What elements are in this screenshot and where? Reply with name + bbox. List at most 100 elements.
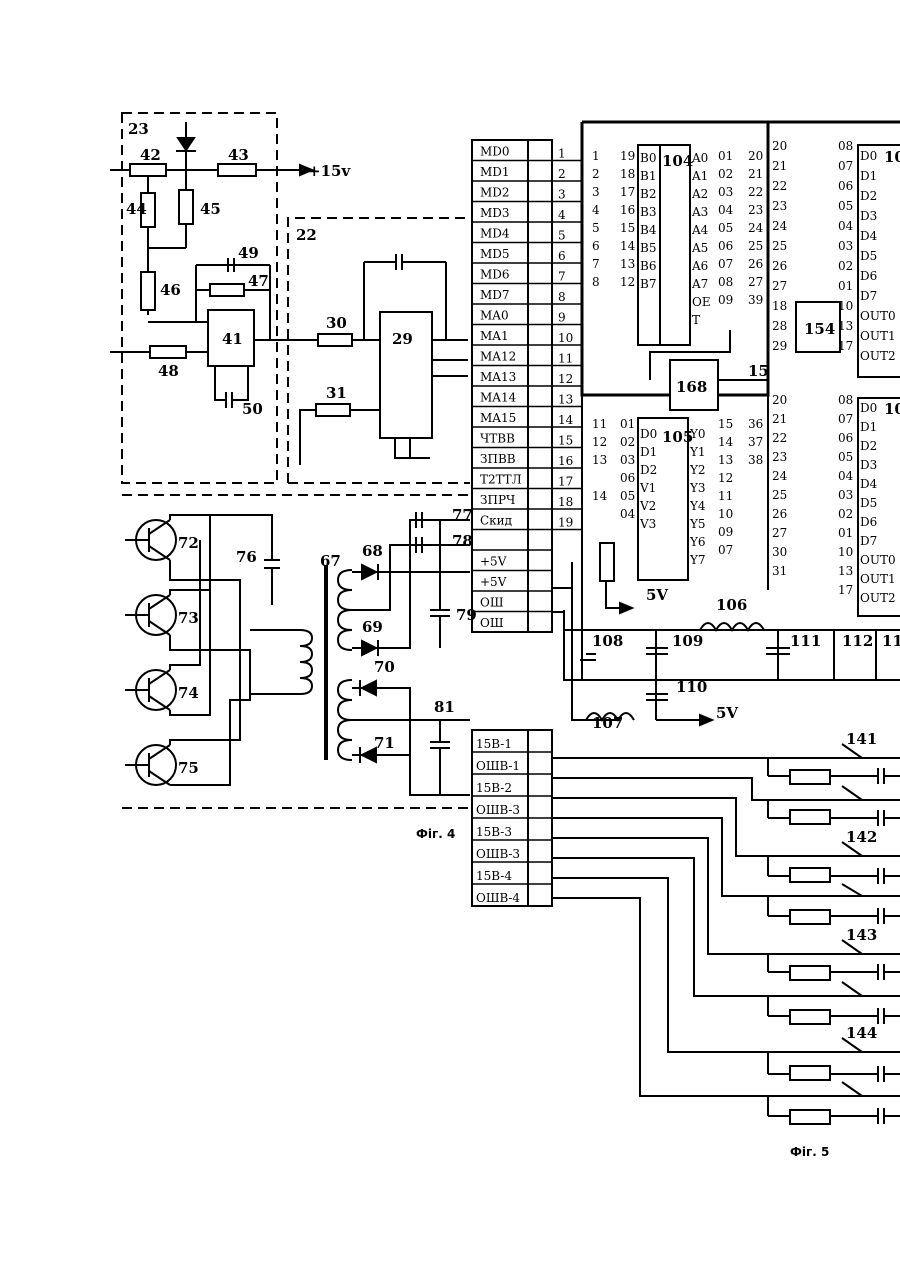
logic-154-label: 154 — [804, 320, 835, 338]
chip-105-pin: Y2 — [689, 463, 706, 477]
block-label-22: 22 — [296, 226, 317, 244]
main-connector-pin: 11 — [558, 352, 573, 366]
upper-register-wire-label: 20 — [772, 139, 787, 153]
upper-register-wire-label: 22 — [772, 179, 787, 193]
upper-register-wire-label: 25 — [772, 239, 787, 253]
misc-label: 110 — [676, 678, 707, 696]
resistor-47 — [210, 284, 244, 296]
component-label-31: 31 — [326, 384, 347, 402]
main-connector-signal: ОШ — [480, 596, 504, 610]
main-connector-signal: ОШ — [480, 616, 504, 630]
component-label-49: 49 — [238, 244, 259, 262]
chip-104-pin: A1 — [691, 169, 708, 183]
upper-register-wire-label: 18 — [772, 299, 787, 313]
chip-104-wire-label: 17 — [620, 185, 635, 199]
main-connector-pin: 12 — [558, 372, 573, 386]
transistor-75 — [125, 745, 176, 785]
component-label-43: 43 — [228, 146, 249, 164]
main-connector-signal: MD2 — [480, 186, 510, 200]
chip-105-pin: V3 — [639, 517, 656, 531]
upper-register-wire-label: 13 — [838, 319, 853, 333]
register-upper-pin: D6 — [860, 269, 877, 283]
lower-register-wire-label: 10 — [838, 545, 853, 559]
lower-register-wire-label: 08 — [838, 393, 853, 407]
upper-register-wire-label: 17 — [838, 339, 853, 353]
register-upper-pin: OUT1 — [860, 329, 896, 343]
chip-104-pin: A3 — [691, 205, 708, 219]
main-connector-signal: MA13 — [480, 370, 516, 384]
switch-group-141 — [552, 744, 900, 826]
transistor-74 — [125, 670, 176, 710]
diode-69 — [362, 641, 376, 655]
component-label-48: 48 — [158, 362, 179, 380]
transistor-73 — [125, 595, 176, 635]
chip-104-wire-label: 12 — [620, 275, 635, 289]
block-label-23: 23 — [128, 120, 149, 138]
main-connector-signal: ЗПВВ — [480, 452, 516, 466]
chip-104-pin: T — [692, 313, 700, 327]
chip-105-wire-label: 02 — [620, 435, 635, 449]
main-connector-pin: 2 — [558, 167, 566, 181]
chip-104-pin: B4 — [640, 223, 657, 237]
component-label-76: 76 — [236, 548, 257, 566]
main-connector-signal: MD6 — [480, 268, 510, 282]
main-connector-pin: 14 — [558, 413, 574, 427]
chip-104-wire-label: 09 — [718, 293, 733, 307]
register-lower-pin: D0 — [860, 401, 877, 415]
switch-group-142 — [552, 798, 900, 924]
output-connector-signal: 15B-4 — [476, 869, 512, 883]
main-connector-pin: 6 — [558, 249, 566, 263]
register-lower-pin: D6 — [860, 515, 877, 529]
figure4-diagram — [110, 113, 470, 808]
misc-label: 109 — [672, 632, 703, 650]
chip-104-wire-label: 1 — [592, 149, 600, 163]
chip-104-wire-label: 03 — [718, 185, 733, 199]
register-lower-pin: D7 — [860, 534, 877, 548]
lower-register-wire-label: 05 — [838, 450, 853, 464]
lower-register-wire-label: 13 — [838, 564, 853, 578]
component-label-68: 68 — [362, 542, 383, 560]
component-label-70: 70 — [374, 658, 395, 676]
main-connector-signal: +5V — [480, 555, 507, 569]
component-label-73: 73 — [178, 609, 199, 627]
main-connector-pin: 9 — [558, 311, 566, 325]
component-label-81: 81 — [434, 698, 455, 716]
output-connector-signal: ОШВ-3 — [476, 847, 520, 861]
lower-register-wire-label: 24 — [772, 469, 788, 483]
chip-105-pin: Y1 — [689, 445, 706, 459]
chip-104-pin: A0 — [691, 151, 708, 165]
component-label-71: 71 — [374, 734, 395, 752]
register-upper-pin: OUT2 — [860, 349, 896, 363]
main-connector-signal: MA1 — [480, 329, 509, 343]
chip-104-wire-label: 01 — [718, 149, 733, 163]
upper-register-wire-label: 26 — [772, 259, 787, 273]
chip-104-wire-label: 39 — [748, 293, 763, 307]
chip-104-wire-label: 05 — [718, 221, 733, 235]
resistor-46 — [141, 272, 155, 310]
chip-104-wire-label: 23 — [748, 203, 763, 217]
lower-register-wire-label: 31 — [772, 564, 787, 578]
lower-register-wire-label: 17 — [838, 583, 853, 597]
component-label-41: 41 — [222, 330, 243, 348]
chip-104-pin: B3 — [640, 205, 656, 219]
chip-104-pin: B7 — [640, 277, 656, 291]
register-lower-pin: D2 — [860, 439, 877, 453]
component-label-46: 46 — [160, 281, 181, 299]
misc-label: 111 — [790, 632, 821, 650]
switch-group-144 — [552, 878, 900, 1124]
chip-105-wire-label: 14 — [718, 435, 734, 449]
component-label-74: 74 — [178, 684, 199, 702]
chip-104-wire-label: 22 — [748, 185, 763, 199]
upper-register-wire-label: 10 — [838, 299, 853, 313]
main-connector-signal: ЗПРЧ — [480, 493, 515, 507]
chip-105-pin: D2 — [640, 463, 657, 477]
diode-70 — [362, 681, 376, 695]
chip-105-pin: D0 — [640, 427, 657, 441]
main-connector-pin: 4 — [558, 208, 566, 222]
chip-104-wire-label: 5 — [592, 221, 600, 235]
upper-register-wire-label: 02 — [838, 259, 853, 273]
component-label-50: 50 — [242, 400, 263, 418]
misc-label: 107 — [592, 714, 623, 732]
component-label-42: 42 — [140, 146, 161, 164]
